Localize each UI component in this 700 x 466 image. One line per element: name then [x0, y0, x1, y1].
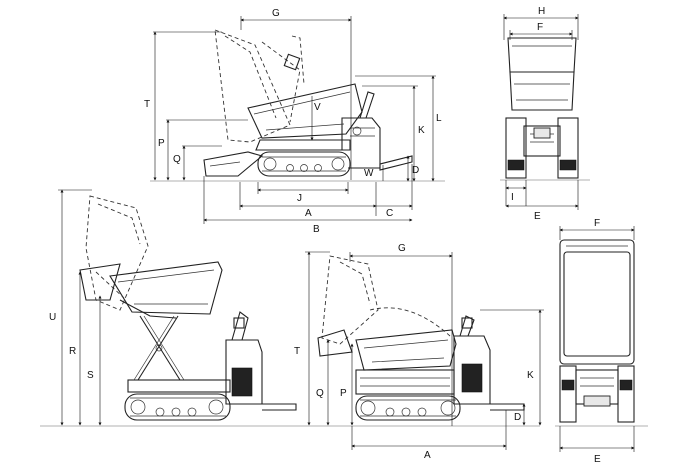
- dim-label-F: F: [594, 218, 600, 229]
- dim-label-A: A: [305, 208, 312, 219]
- dim-label-K: K: [418, 125, 425, 136]
- dim-label-V: V: [314, 102, 321, 113]
- dim-label-I: I: [511, 192, 514, 203]
- dim-label-B: B: [313, 224, 320, 235]
- dim-label-E: E: [594, 454, 601, 465]
- dim-label-L: L: [436, 113, 442, 124]
- dim-label-A: A: [424, 450, 431, 461]
- dim-label-P: P: [340, 388, 347, 399]
- dim-label-D: D: [514, 412, 521, 423]
- dim-label-S: S: [87, 370, 94, 381]
- dim-label-Q: Q: [173, 154, 181, 165]
- side-view-self-loading: G T Q P K D A: [294, 243, 544, 461]
- front-view-standard-dump: H F I E: [500, 6, 590, 222]
- dim-label-P: P: [158, 138, 165, 149]
- dim-label-E: E: [534, 211, 541, 222]
- dim-label-U: U: [49, 312, 56, 323]
- dim-label-K: K: [527, 370, 534, 381]
- dim-label-R: R: [69, 346, 76, 357]
- dim-label-C: C: [386, 208, 393, 219]
- dim-label-H: H: [538, 6, 545, 17]
- dim-label-T: T: [144, 99, 150, 110]
- side-view-standard-dump: G T P Q V L K D W J A C B: [144, 8, 445, 235]
- side-view-high-tip: U R S: [40, 189, 300, 427]
- dim-label-W: W: [364, 168, 374, 179]
- front-view-high-tip: F E: [555, 218, 648, 465]
- dim-label-Q: Q: [316, 388, 324, 399]
- dim-label-G: G: [272, 8, 280, 19]
- dim-label-D: D: [412, 165, 419, 176]
- dim-label-T: T: [294, 346, 300, 357]
- dim-label-F: F: [537, 22, 543, 33]
- dim-label-G: G: [398, 243, 406, 254]
- dim-label-J: J: [297, 193, 302, 204]
